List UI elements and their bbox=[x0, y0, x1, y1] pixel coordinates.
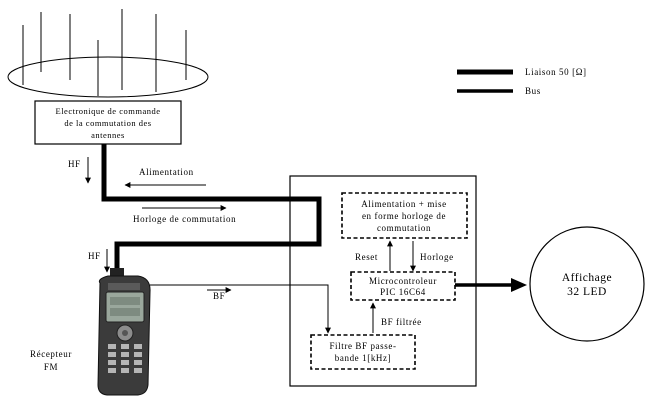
legend-bus-label: Bus bbox=[525, 86, 541, 96]
bf-filtree-label: BF filtrée bbox=[381, 317, 422, 327]
fm-receiver-radio-icon bbox=[97, 268, 151, 396]
legend: Liaison 50 [Ω] Bus bbox=[457, 67, 587, 96]
bandpass-filter-block: Filtre BF passe- bande 1[kHz] bbox=[310, 334, 416, 370]
hf-label-top: HF bbox=[68, 159, 81, 169]
receiver-label-line2: FM bbox=[44, 362, 58, 372]
antenna-control-line1: Electronique de commande bbox=[56, 106, 161, 116]
microcontroller-block: Microcontroleur PIC 16C64 bbox=[350, 271, 456, 301]
bf-signal-path bbox=[150, 284, 331, 334]
display-line2: 32 LED bbox=[567, 286, 607, 298]
power-clock-block: Alimentation + mise en forme horloge de … bbox=[341, 192, 468, 239]
bf-label: BF bbox=[213, 291, 225, 301]
legend-link-label: Liaison 50 [Ω] bbox=[525, 67, 587, 77]
power-clock-line2: en forme horloge de bbox=[362, 211, 446, 221]
receiver-label-line1: Récepteur bbox=[30, 349, 72, 359]
filter-line1: Filtre BF passe- bbox=[329, 341, 396, 351]
antenna-control-line2: de la commutation des bbox=[64, 118, 151, 128]
led-display: Affichage 32 LED bbox=[529, 226, 645, 342]
reset-label: Reset bbox=[355, 252, 378, 262]
antenna-array bbox=[7, 9, 209, 98]
power-clock-line1: Alimentation + mise bbox=[361, 199, 446, 209]
alimentation-label: Alimentation bbox=[139, 167, 194, 177]
microcontroller-line2: PIC 16C64 bbox=[380, 287, 426, 297]
filter-line2: bande 1[kHz] bbox=[335, 353, 391, 363]
microcontroller-line1: Microcontroleur bbox=[369, 276, 437, 286]
antenna-ring bbox=[7, 56, 209, 98]
display-bus-arrowhead bbox=[511, 278, 527, 292]
power-clock-line3: commutation bbox=[377, 223, 431, 233]
antenna-control-block: Electronique de commande de la commutati… bbox=[34, 100, 182, 145]
horloge-label: Horloge bbox=[420, 252, 454, 262]
hf-label-bottom: HF bbox=[88, 251, 101, 261]
antenna-control-line3: antennes bbox=[91, 130, 125, 140]
processing-unit-outline bbox=[289, 175, 477, 387]
horloge-commutation-label: Horloge de commutation bbox=[133, 214, 236, 224]
display-line1: Affichage bbox=[562, 272, 612, 284]
coax-link-50-ohm bbox=[101, 144, 322, 276]
